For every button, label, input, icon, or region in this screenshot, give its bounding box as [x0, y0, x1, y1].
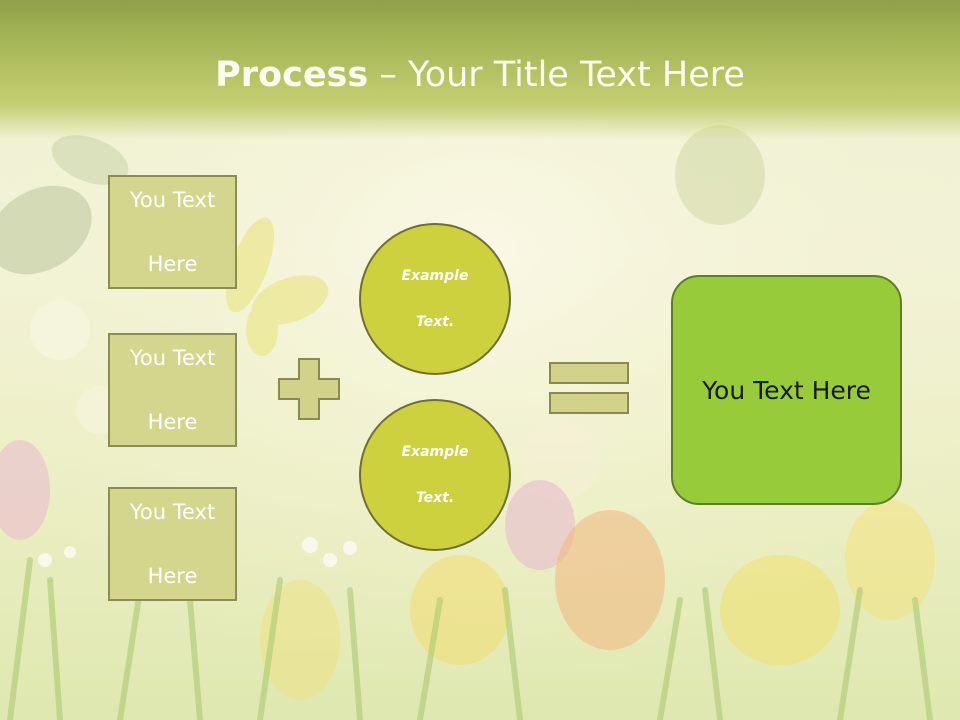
circle-text: Example: [401, 443, 469, 460]
input-box-text: Here: [147, 564, 198, 588]
title-bold: Process: [215, 55, 369, 95]
title-dash: –: [368, 55, 408, 95]
input-box-text: Here: [147, 410, 198, 434]
slide-title: Process – Your Title Text Here: [0, 54, 960, 96]
circle-text: Text.: [415, 313, 455, 330]
input-box-text: You Text: [129, 346, 216, 370]
result-text: You Text Here: [702, 375, 871, 405]
circle-text: Example: [401, 267, 469, 284]
input-box-text: You Text: [129, 500, 216, 524]
title-bar: [0, 0, 960, 140]
input-box-text: You Text: [129, 188, 216, 212]
input-box-text: Here: [147, 252, 198, 276]
result-box: You Text Here: [671, 275, 902, 505]
title-rest: Your Title Text Here: [407, 55, 745, 95]
plus-icon: [278, 358, 340, 420]
equals-icon: [549, 362, 629, 414]
circle-text: Text.: [415, 489, 455, 506]
